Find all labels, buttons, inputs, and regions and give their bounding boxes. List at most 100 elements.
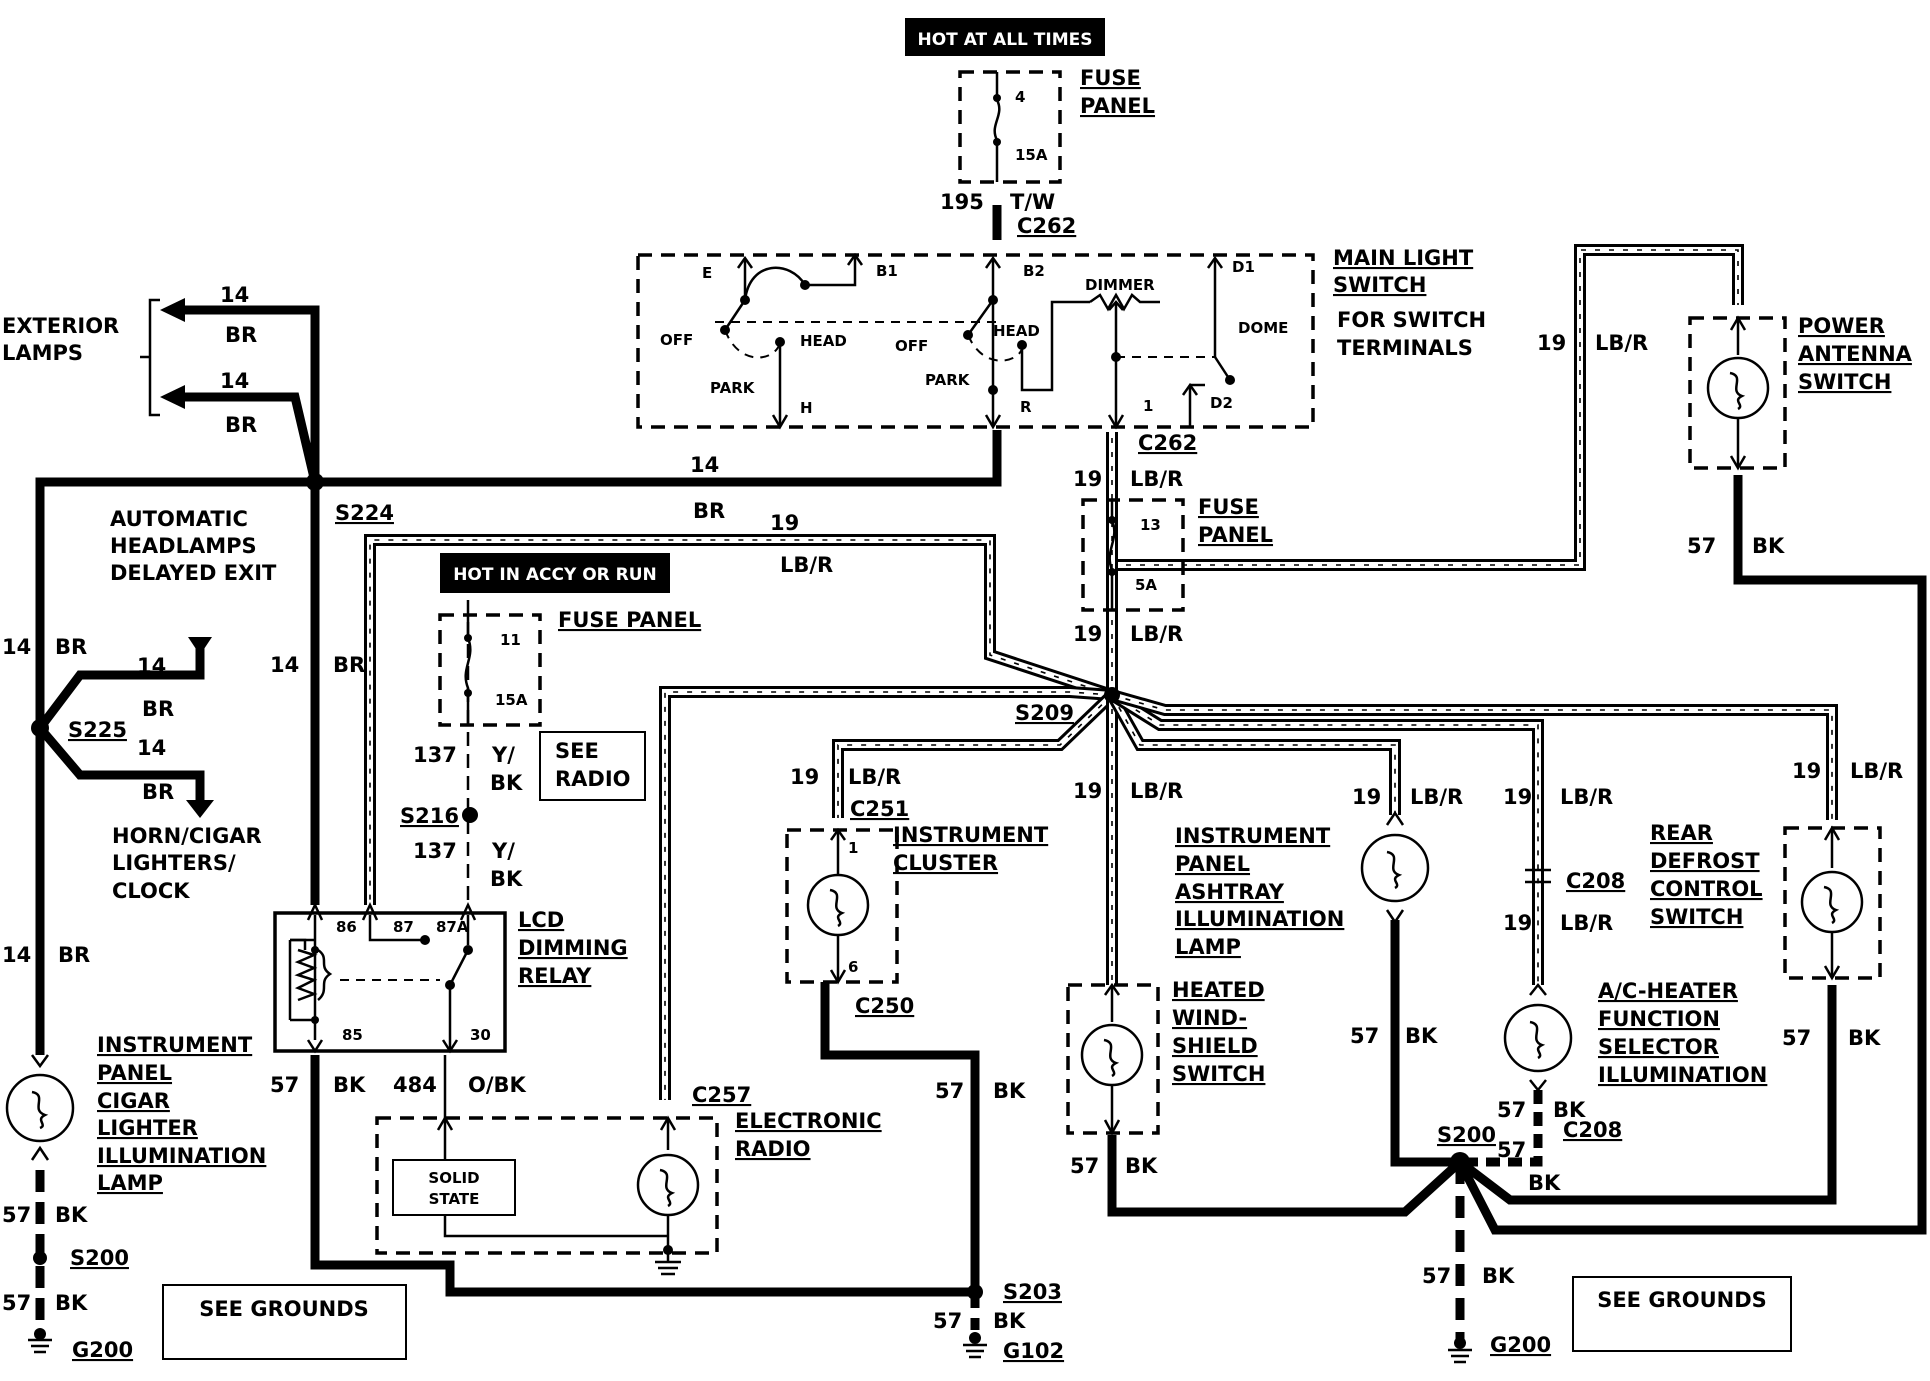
splice-s200 bbox=[1450, 1152, 1470, 1172]
ac-l2: FUNCTION bbox=[1598, 1007, 1720, 1031]
sw-e: E bbox=[702, 264, 712, 282]
pa-l3: SWITCH bbox=[1798, 370, 1891, 394]
connector-s216: S216 bbox=[400, 804, 459, 828]
pa-l2: ANTENNA bbox=[1798, 342, 1913, 366]
wire-195: 195 bbox=[940, 190, 984, 214]
hw-l2: WIND- bbox=[1172, 1006, 1247, 1030]
wire-137-a: 137 bbox=[413, 743, 457, 767]
pa-l1: POWER bbox=[1798, 314, 1885, 338]
heated-windshield-switch bbox=[1066, 982, 1160, 1136]
sw-r: R bbox=[1020, 398, 1032, 416]
wire-57-s200: 57 bbox=[1422, 1264, 1451, 1288]
wire-484: 484 bbox=[393, 1073, 437, 1097]
hot-in-accy-banner bbox=[440, 553, 670, 593]
main-light-switch-l1: MAIN LIGHT bbox=[1333, 246, 1474, 270]
cigar-lamp-l1: INSTRUMENT bbox=[97, 1033, 253, 1057]
sw-off-1: OFF bbox=[660, 331, 693, 349]
hw-l3: SHIELD bbox=[1172, 1034, 1258, 1058]
sw-dimmer: DIMMER bbox=[1085, 276, 1155, 294]
rear-defrost-switch bbox=[1783, 825, 1882, 981]
wire-bk-l2: BK bbox=[55, 1291, 88, 1315]
wire-14-l1: 14 bbox=[2, 635, 31, 659]
wire-y-b: Y/ bbox=[491, 839, 515, 863]
lcd-relay-l1: LCD bbox=[518, 908, 564, 932]
wire-19-ac2: 19 bbox=[1503, 911, 1532, 935]
wire-57-ac1: 57 bbox=[1497, 1098, 1526, 1122]
connector-c250: C250 bbox=[855, 994, 914, 1018]
sw-park-1: PARK bbox=[710, 379, 756, 397]
wire-57-hw: 57 bbox=[1070, 1154, 1099, 1178]
auto-headlamps-l2: HEADLAMPS bbox=[110, 534, 257, 558]
wire-14-main: 14 bbox=[690, 453, 719, 477]
auto-headlamps-l3: DELAYED EXIT bbox=[110, 561, 277, 585]
wire-bk-s200: BK bbox=[1528, 1171, 1561, 1195]
fuse-panel-top-box bbox=[958, 70, 1062, 184]
connector-s200-right: S200 bbox=[1437, 1123, 1496, 1147]
wire-lbr-ic: LB/R bbox=[848, 765, 901, 789]
wire-bk-s200b: BK bbox=[1482, 1264, 1515, 1288]
relay-85: 85 bbox=[342, 1026, 363, 1044]
horn-l2: LIGHTERS/ bbox=[112, 851, 236, 875]
connector-s224: S224 bbox=[335, 501, 394, 525]
wire-br-l1: BR bbox=[55, 635, 87, 659]
wire-57-l2: 57 bbox=[2, 1291, 31, 1315]
lcd-dimming-relay: 86 87 87A 85 30 bbox=[273, 902, 507, 1054]
auto-headlamps-l1: AUTOMATIC bbox=[110, 507, 248, 531]
wire-57-ash: 57 bbox=[1350, 1024, 1379, 1048]
fuse-13-num: 13 bbox=[1140, 516, 1161, 534]
ac-l3: SELECTOR bbox=[1598, 1035, 1719, 1059]
ashtray-l1: INSTRUMENT bbox=[1175, 824, 1331, 848]
rd-l4: SWITCH bbox=[1650, 905, 1743, 929]
fuse-4-num: 4 bbox=[1015, 88, 1025, 106]
electronic-radio: SOLID STATE bbox=[375, 1115, 719, 1276]
wire-14-horn-a: 14 bbox=[137, 654, 166, 678]
exterior-lamps-l1: EXTERIOR bbox=[2, 314, 119, 338]
wire-19-b: 19 bbox=[1073, 622, 1102, 646]
sw-b1: B1 bbox=[876, 262, 898, 280]
sw-dome: DOME bbox=[1238, 319, 1288, 337]
wire-bk-l1: BK bbox=[55, 1203, 88, 1227]
ashtray-l2: PANEL bbox=[1175, 852, 1250, 876]
main-light-switch-l4: TERMINALS bbox=[1337, 336, 1473, 360]
ashtray-l4: ILLUMINATION bbox=[1175, 907, 1344, 931]
wire-br-horn-b: BR bbox=[142, 780, 174, 804]
sw-head-2: HEAD bbox=[993, 322, 1040, 340]
wire-14-l2: 14 bbox=[2, 943, 31, 967]
hw-l1: HEATED bbox=[1172, 978, 1265, 1002]
connector-s200-left: S200 bbox=[70, 1246, 129, 1270]
wire-14-horn-b: 14 bbox=[137, 736, 166, 760]
splice-s224 bbox=[306, 473, 324, 491]
wire-bk-ash: BK bbox=[1405, 1024, 1438, 1048]
sw-1: 1 bbox=[1143, 397, 1153, 415]
wire-tw: T/W bbox=[1010, 190, 1055, 214]
connector-c208-b: C208 bbox=[1563, 1118, 1622, 1142]
wire-lbr-rd: LB/R bbox=[1850, 759, 1903, 783]
wire-19-hw: 19 bbox=[1073, 779, 1102, 803]
wire-obk: O/BK bbox=[468, 1073, 527, 1097]
lcd-relay-l2: DIMMING bbox=[518, 936, 628, 960]
fuse-panel-mid-l1: FUSE bbox=[1198, 495, 1259, 519]
sw-off-2: OFF bbox=[895, 337, 928, 355]
solid-state-l2: STATE bbox=[429, 1190, 480, 1208]
wire-bk-hw: BK bbox=[1125, 1154, 1158, 1178]
wire-lbr-pa: LB/R bbox=[1595, 331, 1648, 355]
wire-bk-a: BK bbox=[490, 771, 523, 795]
connector-c257: C257 bbox=[692, 1083, 751, 1107]
relay-30: 30 bbox=[470, 1026, 491, 1044]
wire-bk-s203: BK bbox=[993, 1309, 1026, 1333]
relay-87a: 87A bbox=[436, 918, 469, 936]
ac-heater-illumination bbox=[1503, 982, 1573, 1093]
wire-bk-b: BK bbox=[490, 867, 523, 891]
ic-pin-1: 1 bbox=[848, 839, 858, 857]
wire-57-pa: 57 bbox=[1687, 534, 1716, 558]
wire-137-b: 137 bbox=[413, 839, 457, 863]
see-radio-l1: SEE bbox=[555, 739, 599, 763]
fuse-panel-mid-l2: PANEL bbox=[1198, 523, 1273, 547]
wire-br-main: BR bbox=[693, 499, 725, 523]
fuse-panel-left-label: FUSE PANEL bbox=[558, 608, 701, 632]
wire-bk-ac1: BK bbox=[1553, 1098, 1586, 1122]
ashtray-l3: ASHTRAY bbox=[1175, 880, 1285, 904]
fuse-11-amp: 15A bbox=[495, 691, 528, 709]
main-light-switch-l2: SWITCH bbox=[1333, 273, 1426, 297]
